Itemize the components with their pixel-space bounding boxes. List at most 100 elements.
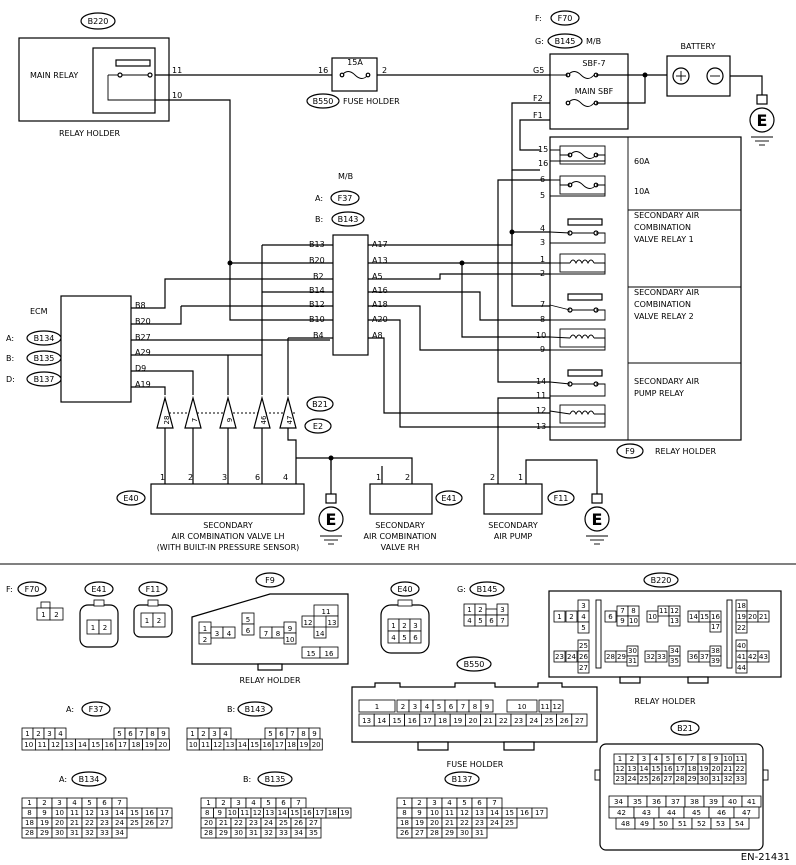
b135-cell: 34 xyxy=(294,829,303,837)
ground-icon: E xyxy=(326,510,337,529)
b220-cell-box xyxy=(553,650,566,663)
b220-cell: 2 xyxy=(569,613,573,621)
b550-cell: 11 xyxy=(541,703,550,711)
f11-conn-label: F11 xyxy=(146,585,161,594)
b21-cell: 10 xyxy=(724,755,733,763)
b220-cell-box xyxy=(604,610,617,623)
f11-cell: 1 xyxy=(145,617,149,625)
b220-cell: 18 xyxy=(737,602,746,610)
b137-cell: 9 xyxy=(417,809,421,817)
b143-cell: 6 xyxy=(279,730,284,738)
conn-b145: G: B145 1 2 3 4 5 6 7 xyxy=(457,581,509,627)
b21-conn-label: B21 xyxy=(677,724,693,733)
f9-cell: 8 xyxy=(276,630,280,638)
b137-cell: 23 xyxy=(475,819,484,827)
b21-cell: 43 xyxy=(642,809,651,817)
relay3-line2: PUMP RELAY xyxy=(634,389,684,398)
b135-cell: 1 xyxy=(206,799,210,807)
b137-cell: 22 xyxy=(460,819,469,827)
b220-cell: 28 xyxy=(606,653,615,661)
b21-cell-box xyxy=(733,773,747,785)
b134-cell-box xyxy=(111,827,128,839)
b143-cell: 10 xyxy=(189,741,198,749)
b21-cell: 35 xyxy=(633,798,642,806)
b134-cell: 28 xyxy=(25,829,34,837)
b137-cell: 7 xyxy=(492,799,496,807)
b21-cell: 19 xyxy=(700,765,709,773)
b134-cell: 31 xyxy=(70,829,79,837)
b135-cell: 5 xyxy=(266,799,270,807)
relay2-line2: COMBINATION xyxy=(634,300,691,309)
b137-cell-box xyxy=(531,807,548,819)
e40-cell: 2 xyxy=(402,622,406,630)
relay2-line1: SECONDARY AIR xyxy=(634,288,700,297)
b137-cell: 3 xyxy=(432,799,436,807)
b143-cell: 13 xyxy=(226,741,235,749)
ecm-b134-tag: B134 xyxy=(34,334,55,343)
b21-cell: 31 xyxy=(712,775,721,783)
b220-cell: 39 xyxy=(711,657,720,665)
b220-cell: 13 xyxy=(670,617,679,625)
b134-conn-label: B134 xyxy=(79,775,100,784)
b220-cell-box xyxy=(627,615,640,627)
b21-cell: 44 xyxy=(667,809,676,817)
ecm-a-prefix: A: xyxy=(6,334,14,343)
b550-cell: 10 xyxy=(518,703,527,711)
b220-cell: 25 xyxy=(579,642,588,650)
b137-cell: 4 xyxy=(447,799,452,807)
b143-cell: 5 xyxy=(268,730,272,738)
b135-cell: 9 xyxy=(218,809,222,817)
b21-cell: 54 xyxy=(735,820,744,828)
f9-cell: 14 xyxy=(316,630,325,638)
air-pump-line2: AIR PUMP xyxy=(494,532,533,541)
b137-cell-box xyxy=(471,827,488,839)
b220-cell-box xyxy=(577,661,590,674)
b137-cell: 11 xyxy=(445,809,454,817)
ecm-pin: B8 xyxy=(135,301,146,310)
b21-cell: 33 xyxy=(736,775,745,783)
f37-cell: 1 xyxy=(25,730,29,738)
f37-cell: 18 xyxy=(131,741,140,749)
b143-cell: 16 xyxy=(262,741,271,749)
b134-cell: 6 xyxy=(102,799,107,807)
b134-cell: 11 xyxy=(70,809,79,817)
b220-cell: 16 xyxy=(711,613,720,621)
b220-cell: 32 xyxy=(646,653,655,661)
b134-cell: 24 xyxy=(115,819,124,827)
b21-tag: B21 xyxy=(312,400,328,409)
b21-cell: 16 xyxy=(664,765,673,773)
f70-conn-label: F70 xyxy=(25,585,40,594)
sbf7-label: SBF-7 xyxy=(582,59,605,68)
b550-cell: 7 xyxy=(461,703,465,711)
b143-cell: 7 xyxy=(290,730,294,738)
b21-cell: 2 xyxy=(630,755,634,763)
f9-cell: 1 xyxy=(203,625,207,633)
battery-label: BATTERY xyxy=(681,42,716,51)
b134-cell: 13 xyxy=(100,809,109,817)
b145-cell: 2 xyxy=(478,606,482,614)
b220-cell-box xyxy=(709,655,722,667)
b21-cell: 48 xyxy=(621,820,630,828)
b220-cell: 19 xyxy=(737,613,746,621)
b135-cell: 35 xyxy=(309,829,318,837)
b550-cell-box xyxy=(506,699,538,713)
b137-cell: 10 xyxy=(430,809,439,817)
b220-cell: 34 xyxy=(670,647,679,655)
b137-cell: 31 xyxy=(475,829,484,837)
b143-prefix: B: xyxy=(227,705,235,714)
b21-cell: 50 xyxy=(659,820,668,828)
b135-cell: 33 xyxy=(279,829,288,837)
f9-cell: 3 xyxy=(215,630,219,638)
fuse-pin-16: 16 xyxy=(318,66,328,75)
conn-e41: E41 1 2 xyxy=(79,581,119,648)
b134-cell: 2 xyxy=(42,799,46,807)
b21-cell: 53 xyxy=(716,820,725,828)
b134-cell: 1 xyxy=(27,799,31,807)
pin-10: 10 xyxy=(172,91,182,100)
wires xyxy=(131,99,550,480)
b21-cell: 42 xyxy=(617,809,626,817)
b135-cell: 6 xyxy=(281,799,286,807)
mb-pin: B20 xyxy=(309,256,325,265)
b220-cell: 41 xyxy=(737,653,746,661)
